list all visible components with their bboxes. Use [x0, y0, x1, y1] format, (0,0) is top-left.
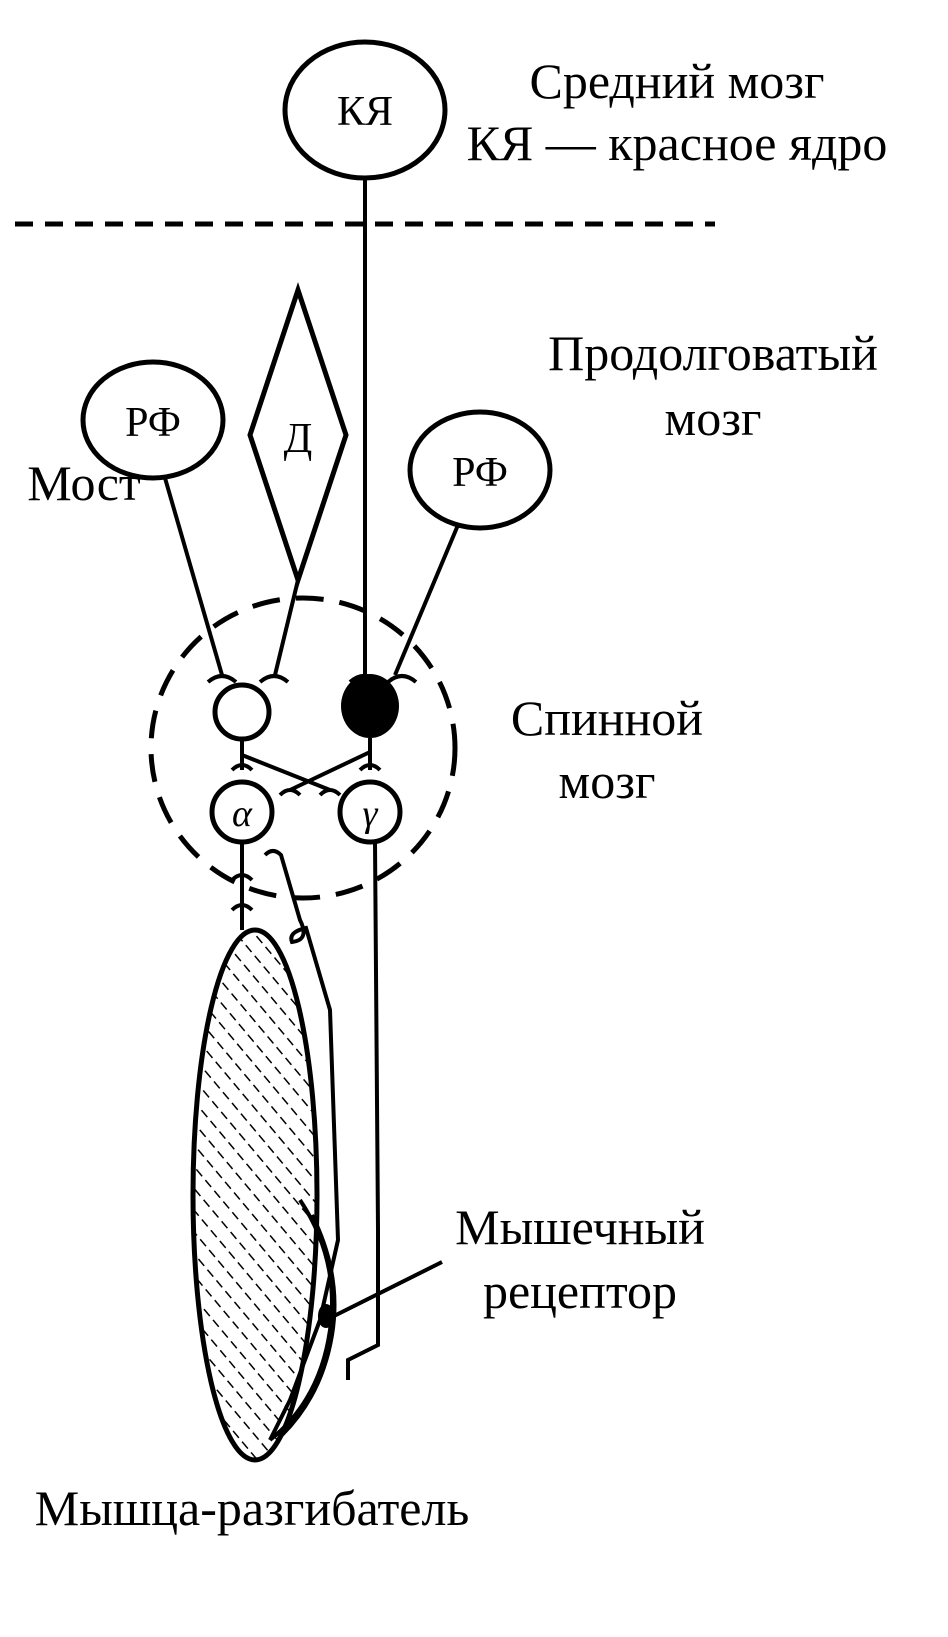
vestibulospinal-tract [275, 580, 298, 675]
rf-right-label: РФ [452, 450, 508, 496]
interneuron-excitatory [215, 685, 269, 739]
alpha-axon [232, 842, 252, 930]
rf-right-tract [395, 525, 458, 675]
extensor-muscle [193, 930, 317, 1460]
medulla-label-line1: Продолговатый [548, 325, 878, 381]
receptor-label-line2: рецептор [483, 1263, 677, 1319]
pons-label: Мост [27, 455, 141, 511]
spinal-cord-label-line2: мозг [559, 753, 656, 809]
midbrain-label: Средний мозг [530, 53, 825, 109]
receptor-label-line1: Мышечный [455, 1199, 705, 1255]
deiters-nucleus-label: Д [284, 416, 313, 462]
alpha-motoneuron-label: α [232, 793, 253, 835]
spinal-cord-label-line1: Спинной [511, 690, 703, 746]
receptor-pointer [330, 1262, 442, 1318]
interneuron-inhibitory [341, 674, 399, 738]
medulla-label-line2: мозг [665, 390, 762, 446]
red-nucleus-legend: КЯ — красное ядро [467, 115, 888, 171]
red-nucleus-label: КЯ [337, 89, 393, 135]
gamma-motoneuron-label: γ [363, 793, 379, 835]
muscle-label: Мышца-разгибатель [35, 1480, 470, 1536]
rf-left-label: РФ [125, 400, 181, 446]
